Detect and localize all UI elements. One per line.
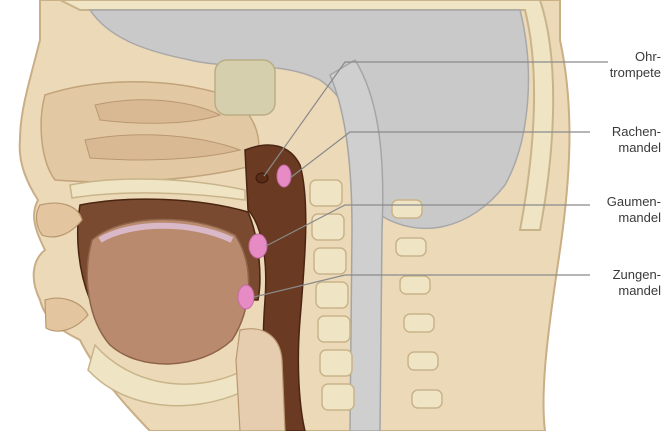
spinous-process bbox=[412, 390, 442, 408]
label-rachenmandel-line2: mandel bbox=[612, 140, 661, 156]
spinous-process bbox=[396, 238, 426, 256]
label-gaumenmandel-line2: mandel bbox=[607, 210, 661, 226]
label-ohrtrompete-line1: Ohr- bbox=[610, 49, 661, 65]
vertebra bbox=[310, 180, 342, 206]
palatine-tonsil bbox=[249, 234, 267, 258]
label-zungenmandel-line1: Zungen- bbox=[613, 267, 661, 283]
vertebra bbox=[320, 350, 352, 376]
label-rachenmandel: Rachen- mandel bbox=[612, 124, 661, 156]
vertebra bbox=[322, 384, 354, 410]
spinous-process bbox=[408, 352, 438, 370]
lingual-tonsil bbox=[238, 285, 254, 309]
label-ohrtrompete-line2: trompete bbox=[610, 65, 661, 81]
label-rachenmandel-line1: Rachen- bbox=[612, 124, 661, 140]
vertebra bbox=[314, 248, 346, 274]
tongue bbox=[87, 219, 248, 364]
vertebra bbox=[312, 214, 344, 240]
adenoid-tonsil bbox=[277, 165, 291, 187]
label-zungenmandel: Zungen- mandel bbox=[613, 267, 661, 299]
label-gaumenmandel: Gaumen- mandel bbox=[607, 194, 661, 226]
spinous-process bbox=[400, 276, 430, 294]
larynx bbox=[236, 329, 285, 431]
label-ohrtrompete: Ohr- trompete bbox=[610, 49, 661, 81]
vertebra bbox=[316, 282, 348, 308]
sphenoid-sinus bbox=[215, 60, 275, 115]
vertebra bbox=[318, 316, 350, 342]
label-gaumenmandel-line1: Gaumen- bbox=[607, 194, 661, 210]
eustachian-tube-opening bbox=[256, 173, 268, 183]
label-zungenmandel-line2: mandel bbox=[613, 283, 661, 299]
spinous-process bbox=[392, 200, 422, 218]
spinous-process bbox=[404, 314, 434, 332]
